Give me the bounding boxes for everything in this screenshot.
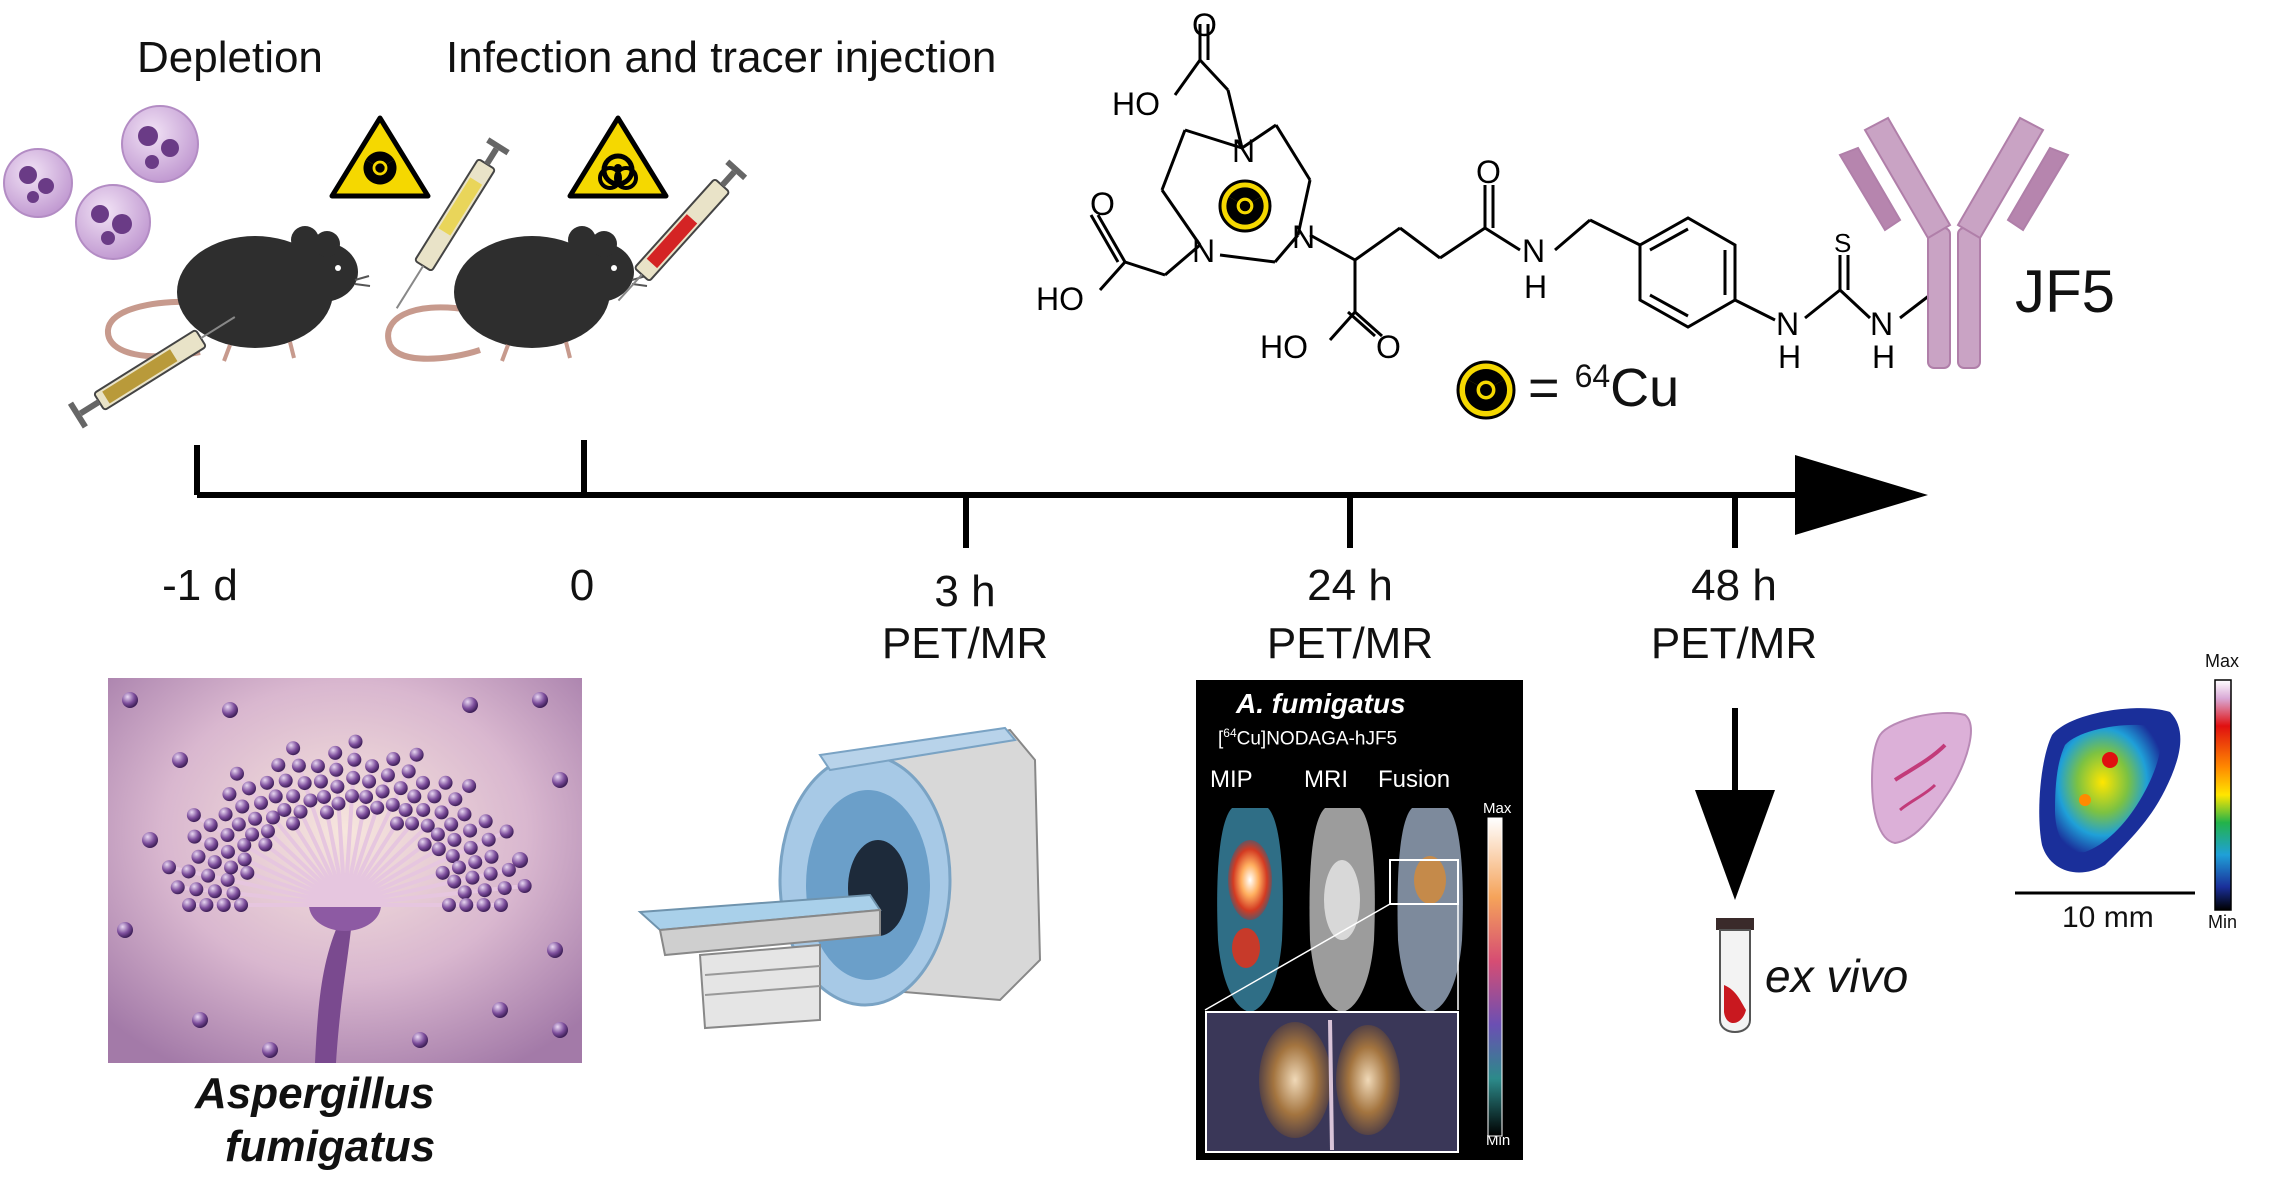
pet-color-scale	[1487, 817, 1503, 1137]
tick-label-48h: 48 h	[1691, 561, 1777, 610]
atom-n2: N	[1192, 233, 1215, 269]
atom-n3: N	[1292, 219, 1315, 255]
neutrophil-3	[75, 184, 151, 260]
tick-label-0: 0	[569, 561, 595, 610]
atom-h-amide: H	[1524, 269, 1547, 305]
fusion-image	[1397, 808, 1463, 1012]
jf5-antibody-icon	[1838, 116, 2070, 369]
atom-ho-left: HO	[1036, 281, 1084, 317]
timeline-arrowhead	[1795, 455, 1928, 535]
pet-images	[1204, 808, 1503, 1153]
infection-label: Infection and tracer injection	[446, 33, 997, 82]
atom-o-amide: O	[1476, 154, 1501, 190]
exvivo-label: ex vivo	[1765, 950, 1909, 1002]
tracer-pre: [	[1218, 728, 1224, 750]
tick-label-minus1d: -1 d	[162, 561, 238, 610]
cu64-legend-icon	[1456, 360, 1516, 420]
atom-s: S	[1834, 228, 1851, 258]
aspergillus-caption-1: Aspergillus	[195, 1069, 435, 1118]
tick-label-24h: 24 h	[1307, 561, 1393, 610]
neutrophil-1	[3, 148, 73, 218]
floating-spores	[117, 692, 568, 1058]
atom-h-thiourea-1: H	[1778, 339, 1801, 375]
atom-n-thiourea-2: N	[1870, 306, 1893, 342]
depletion-label: Depletion	[137, 33, 323, 82]
tick-sub-24h: PET/MR	[1266, 619, 1434, 668]
atom-n-thiourea-1: N	[1776, 306, 1799, 342]
antibody-label: JF5	[2015, 258, 2116, 325]
tick-sub-48h: PET/MR	[1650, 619, 1818, 668]
conidiophore-chains	[162, 734, 532, 912]
pet-col-mip: MIP	[1210, 766, 1253, 793]
mouse-depletion	[105, 226, 371, 362]
atom-o-top: O	[1192, 7, 1217, 43]
histology-image	[1870, 711, 1972, 845]
atom-n-amide: N	[1522, 233, 1545, 269]
exvivo-scale-max: Max	[2205, 651, 2240, 671]
tick-sub-3h: PET/MR	[881, 619, 1049, 668]
exvivo-scalebar-label: 10 mm	[2062, 901, 2154, 934]
neutrophil-cells	[3, 105, 199, 260]
atom-h-thiourea-2: H	[1872, 339, 1895, 375]
exvivo-arrow	[1695, 708, 1775, 900]
exvivo-scale-min: Min	[2208, 912, 2238, 932]
nodaga-structure	[1089, 24, 1931, 341]
cu-legend-element: Cu	[1610, 358, 1680, 418]
sample-tube-icon	[1716, 918, 1754, 1033]
tracer-sup: 64	[1223, 726, 1237, 740]
cu-legend-eq: =	[1528, 358, 1560, 418]
syringe-tracer	[395, 137, 510, 309]
autoradiography-image	[2015, 679, 2232, 911]
fusion-roi-box	[1389, 859, 1459, 905]
pet-scale-max: Max	[1483, 800, 1512, 817]
aspergillus-image	[108, 678, 582, 1063]
atom-ho-top: HO	[1112, 86, 1160, 122]
syringe-infection	[617, 159, 748, 302]
atom-ho-bottom: HO	[1260, 329, 1308, 365]
timeline	[194, 440, 1928, 548]
radiation-warning-icon	[329, 115, 431, 199]
cu-legend-sup: 64	[1574, 358, 1611, 394]
pet-panel-tracer: [64Cu]NODAGA-hJF5	[1218, 726, 1397, 750]
syringe-depletion	[67, 316, 236, 429]
mri-scanner-icon	[637, 726, 1042, 1030]
atom-o-bottom: O	[1376, 329, 1401, 365]
atom-n1: N	[1232, 133, 1255, 169]
neutrophil-2	[121, 105, 199, 183]
aspergillus-caption-2: fumigatus	[225, 1122, 436, 1171]
tracer-post: Cu]NODAGA-hJF5	[1236, 728, 1398, 750]
pet-col-fusion: Fusion	[1378, 766, 1451, 793]
pet-col-mri: MRI	[1304, 766, 1348, 793]
cu64-chelated-icon	[1218, 179, 1272, 233]
tick-label-3h: 3 h	[934, 567, 996, 616]
structure-atoms: HO O HO O N N N HO O O N H S N H N H	[1036, 7, 1895, 375]
pet-panel-title: A. fumigatus	[1236, 688, 1406, 719]
atom-o-left: O	[1090, 186, 1115, 222]
cu-legend: = 64Cu	[1528, 360, 1679, 415]
mouse-infection	[385, 226, 648, 362]
biohazard-warning-icon	[567, 115, 669, 199]
exvivo-color-scale	[2214, 679, 2232, 911]
